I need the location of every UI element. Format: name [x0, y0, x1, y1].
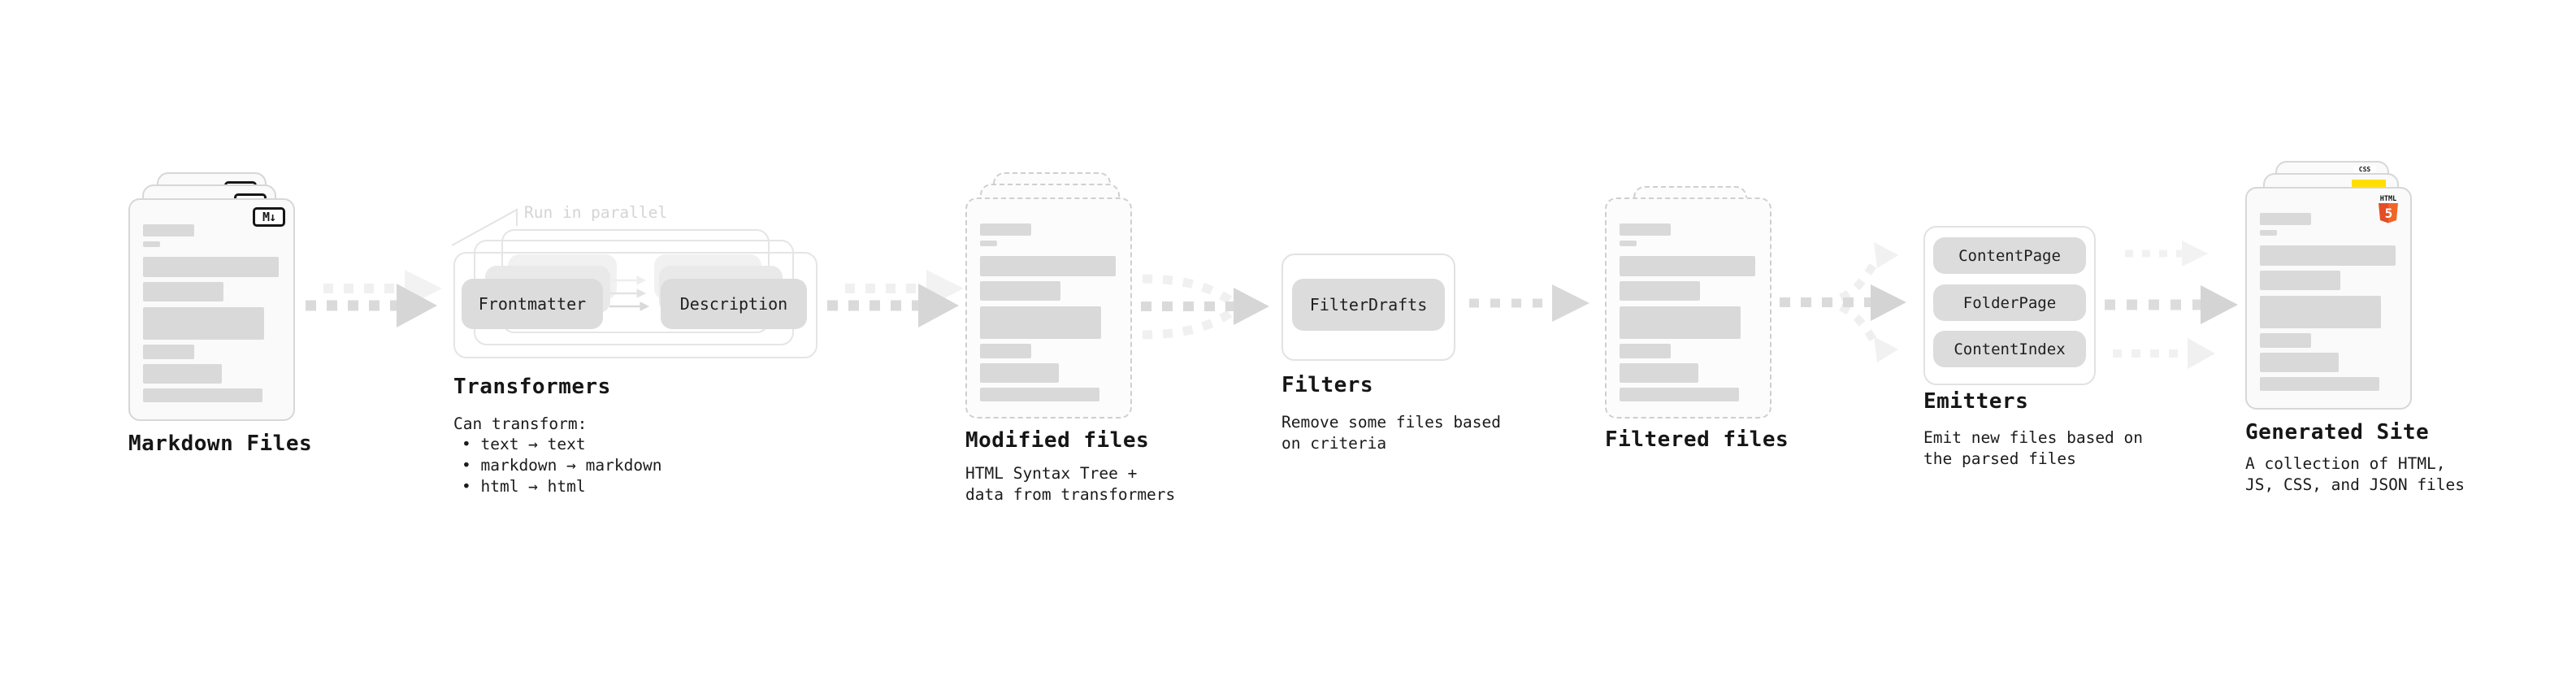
- svg-text:5: 5: [2385, 206, 2393, 221]
- transformers-subtitle: Can transform:: [453, 414, 588, 433]
- emitters-subtitle: Emit new files based on the parsed files: [1923, 428, 2144, 468]
- fanout-arrow-icon: [1780, 242, 1906, 362]
- triple-arrow-icon: [2105, 241, 2238, 369]
- svg-text:HTML: HTML: [2380, 195, 2396, 203]
- document-card: [965, 197, 1132, 419]
- stage-label-markdown-files: Markdown Files: [128, 432, 313, 456]
- filter-node-filterdrafts: FilterDrafts: [1292, 279, 1445, 331]
- transformer-box-front: [453, 252, 817, 358]
- html5-icon: HTML 5: [2379, 195, 2398, 223]
- transformer-node-frontmatter: Frontmatter: [462, 279, 603, 329]
- filters-subtitle: Remove some files based on criteria: [1281, 413, 1502, 453]
- stage-title-emitters: Emitters: [1923, 389, 2029, 414]
- dashed-arrow-right-icon: [827, 270, 964, 327]
- emitter-node-folderpage: FolderPage: [1933, 284, 2086, 321]
- stage-label-filtered-files: Filtered files: [1605, 427, 1789, 452]
- stage-label-generated-site: Generated Site: [2245, 420, 2430, 445]
- document-card: [1605, 197, 1772, 419]
- stage-title-transformers: Transformers: [453, 375, 611, 399]
- markdown-icon: M↓: [253, 207, 285, 227]
- transformers-bullet: • html → html: [462, 477, 586, 496]
- merge-arrow-icon: [1141, 274, 1269, 340]
- transformer-node-description: Description: [661, 279, 807, 329]
- document-card-html: HTML 5: [2245, 187, 2412, 410]
- stage-title-filters: Filters: [1281, 373, 1374, 397]
- placeholder-text-bars: [1607, 223, 1770, 401]
- callout-line: [452, 208, 518, 246]
- placeholder-text-bars: [130, 224, 293, 402]
- stage-label-modified-files: Modified files: [965, 428, 1150, 453]
- document-card: M↓: [128, 198, 295, 421]
- emitter-node-contentpage: ContentPage: [1933, 237, 2086, 274]
- transformers-bullet: • markdown → markdown: [462, 456, 662, 475]
- transformers-bullet: • text → text: [462, 435, 586, 453]
- placeholder-text-bars: [2247, 213, 2410, 391]
- parallel-arrows-icon: [609, 275, 650, 311]
- modified-files-subtitle: HTML Syntax Tree + data from transformer…: [965, 464, 1176, 504]
- dashed-arrow-right-icon: [306, 270, 442, 327]
- dashed-arrow-right-icon: [1469, 284, 1589, 322]
- generated-site-subtitle: A collection of HTML, JS, CSS, and JSON …: [2245, 454, 2465, 494]
- emitter-node-contentindex: ContentIndex: [1933, 331, 2086, 367]
- placeholder-text-bars: [967, 223, 1130, 401]
- run-in-parallel-note: Run in parallel: [524, 203, 668, 222]
